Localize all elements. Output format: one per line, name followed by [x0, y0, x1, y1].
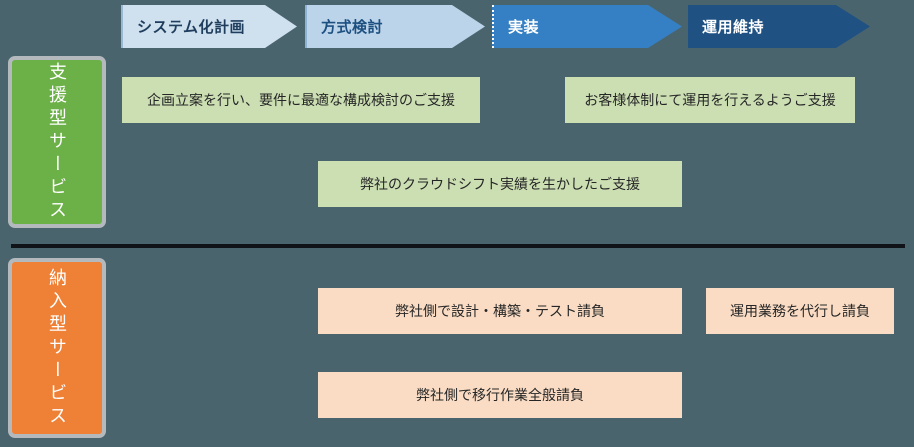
phase-arrow-label: 方式検討: [321, 19, 384, 36]
support-box-operation[interactable]: お客様体制にて運用を行えるようご支援: [565, 77, 855, 123]
category-chip-support-service[interactable]: 支援型サービス: [8, 56, 106, 228]
phase-arrow-label: 実装: [508, 19, 540, 36]
section-divider: [11, 244, 905, 248]
phase-arrow-implementation[interactable]: 実装: [492, 5, 682, 48]
phase-arrow-method-study[interactable]: 方式検討: [305, 5, 485, 48]
phase-arrow-label: システム化計画: [137, 19, 246, 36]
phase-arrow-system-planning[interactable]: システム化計画: [121, 5, 297, 48]
support-box-cloud-shift[interactable]: 弊社のクラウドシフト実績を生かしたご支援: [318, 161, 682, 207]
support-box-planning[interactable]: 企画立案を行い、要件に最適な構成検討のご支援: [122, 77, 480, 123]
category-chip-label: 支援型サービス: [47, 61, 67, 223]
delivery-box-migration[interactable]: 弊社側で移行作業全般請負: [318, 372, 682, 418]
category-chip-delivery-service[interactable]: 納入型サービス: [8, 258, 106, 438]
delivery-box-operation-outsourcing[interactable]: 運用業務を代行し請負: [706, 288, 894, 334]
category-chip-label: 納入型サービス: [47, 267, 67, 429]
delivery-box-design-build-test[interactable]: 弊社側で設計・構築・テスト請負: [318, 288, 682, 334]
phase-arrow-label: 運用維持: [702, 19, 765, 36]
phase-arrow-operation-maintenance[interactable]: 運用維持: [688, 5, 870, 48]
